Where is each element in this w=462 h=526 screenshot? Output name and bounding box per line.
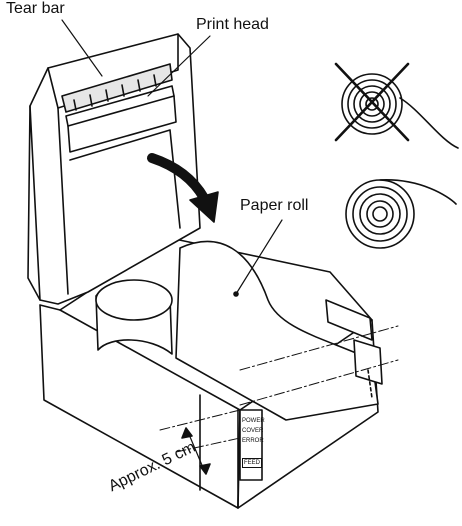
label-tear-bar: Tear bar [6, 0, 65, 17]
correct-roll-icon [345, 179, 457, 249]
button-label-error: ERROR [242, 438, 264, 444]
dimension-arrow [187, 431, 205, 471]
wrong-roll-icon [334, 62, 459, 149]
label-print-head: Print head [196, 16, 269, 33]
tear-bar [61, 63, 173, 113]
leader-print-head [147, 35, 211, 97]
button-label-cover: COVER [242, 428, 264, 434]
leader-paper-roll [235, 219, 283, 295]
leader-tear-bar [61, 19, 103, 77]
control-panel [239, 409, 263, 481]
button-label-power: POWER [242, 418, 265, 424]
curved-arrow [147, 153, 209, 203]
feed-button[interactable]: FEED [242, 458, 262, 468]
paper-roll-end [95, 279, 173, 321]
label-paper-roll: Paper roll [240, 197, 309, 214]
